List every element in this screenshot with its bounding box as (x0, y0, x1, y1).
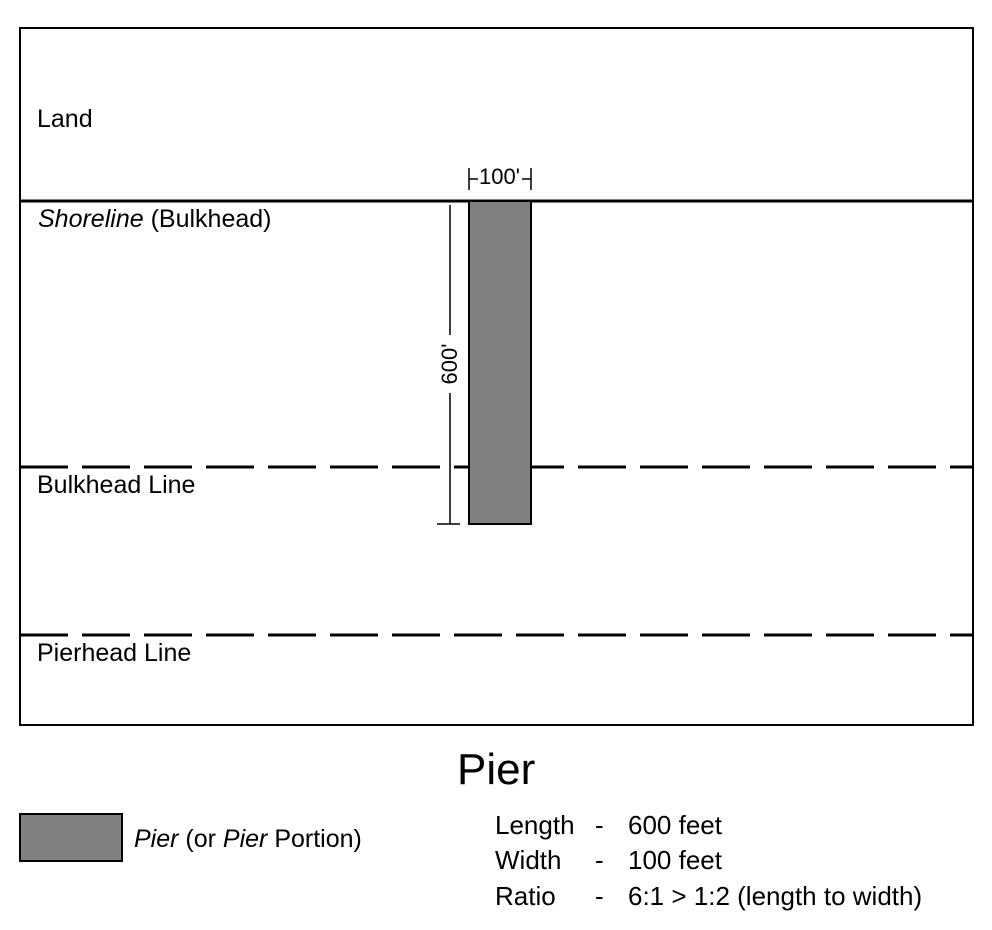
pier-rect (468, 200, 532, 525)
spec-width-key: Width (495, 845, 562, 875)
spec-length-value: 600 feet (628, 810, 722, 840)
pierhead-line-label: Pierhead Line (37, 639, 192, 667)
length-dimension-label: 600' (437, 343, 462, 385)
diagram-title: Pier (457, 745, 536, 794)
spec-ratio-key: Ratio (495, 881, 556, 911)
spec-length-key: Length (495, 810, 575, 840)
legend-rest-1: (or (178, 825, 223, 853)
legend-swatch (19, 813, 123, 862)
legend-term: Pier (134, 825, 179, 853)
legend-label: Pier (or Pier Portion) (134, 827, 362, 852)
spec-width-value: 100 feet (628, 845, 722, 875)
spec-ratio-sep: - (595, 881, 604, 911)
legend-rest-2: Portion) (267, 825, 362, 853)
bulkhead-line-label: Bulkhead Line (37, 471, 196, 499)
width-dimension-label: 100' (479, 164, 520, 189)
spec-width-sep: - (595, 845, 604, 875)
spec-ratio-value: 6:1 > 1:2 (length to width) (628, 881, 923, 911)
diagram-frame (19, 27, 974, 726)
shoreline-label-rest: (Bulkhead) (143, 205, 272, 233)
spec-length-sep: - (595, 810, 604, 840)
length-dimension (437, 205, 460, 525)
land-label: Land (37, 105, 93, 133)
width-dimension (468, 168, 532, 190)
shoreline-label-italic: Shoreline (38, 205, 144, 233)
shoreline-label: Shoreline (Bulkhead) (38, 207, 272, 232)
legend-term-2: Pier (222, 825, 268, 853)
